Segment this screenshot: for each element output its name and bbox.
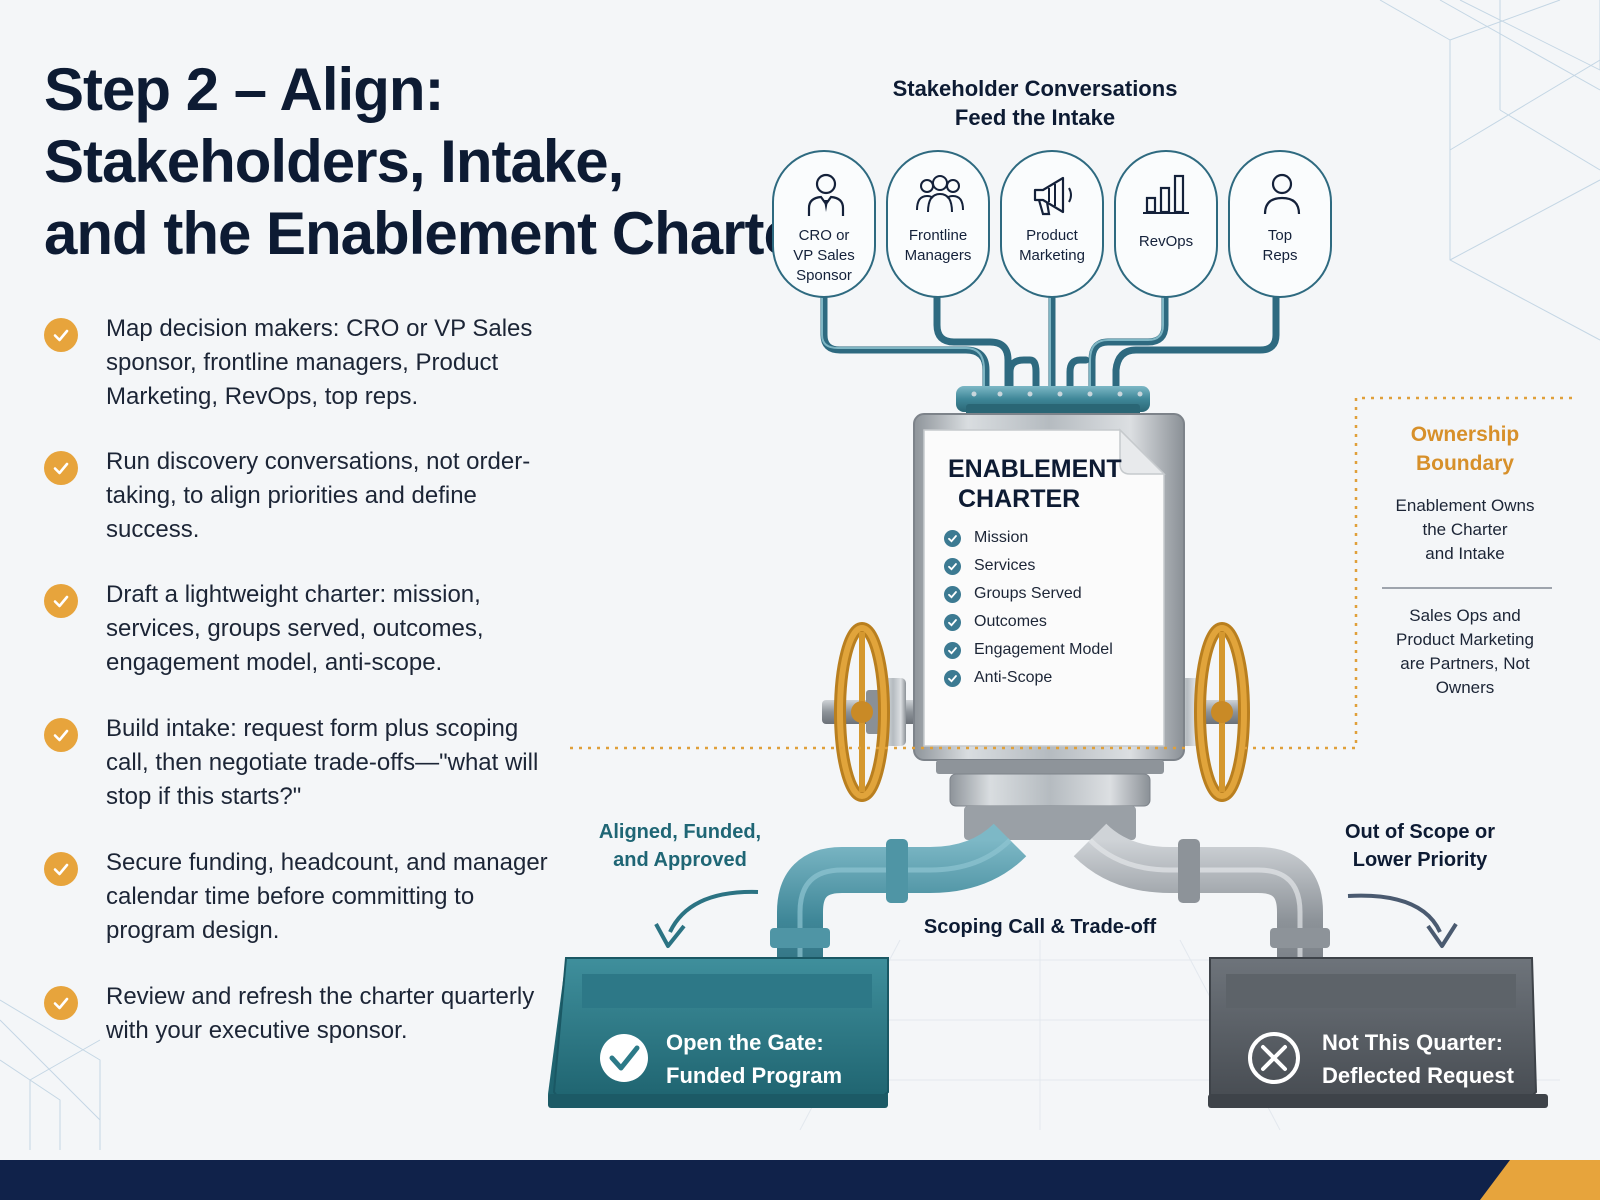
- ownership-title: Ownership Boundary: [1380, 420, 1550, 478]
- deflected-line-2: Deflected Request: [1322, 1063, 1514, 1088]
- aligned-arrow: [654, 889, 759, 948]
- text-line: the Charter: [1422, 520, 1508, 539]
- stakeholder-label: CRO or VP Sales Sponsor: [774, 226, 874, 286]
- text-line: Owners: [1435, 678, 1495, 697]
- stakeholder-frontline-managers: Frontline Managers: [886, 150, 990, 298]
- person-icon: [1263, 173, 1301, 215]
- ownership-owns-text: Enablement Owns the Charter and Intake: [1380, 494, 1550, 566]
- label-line: Sponsor: [796, 267, 852, 284]
- group-icon: [916, 175, 964, 213]
- charter-title: ENABLEMENT CHARTER: [948, 454, 1128, 514]
- stakeholder-revops: RevOps: [1114, 150, 1218, 298]
- text-line: Sales Ops and: [1409, 606, 1521, 625]
- checkmark-icon: [44, 451, 78, 485]
- funded-program-bin: [548, 957, 889, 1108]
- bullet-text: Run discovery conversations, not order-t…: [106, 448, 531, 543]
- label-line: Frontline: [908, 227, 968, 244]
- bullet-text: Build intake: request form plus scoping …: [106, 715, 539, 810]
- label-line: Marketing: [1019, 247, 1085, 264]
- bullet-text: Map decision makers: CRO or VP Sales spo…: [106, 315, 533, 410]
- charter-title-line-1: ENABLEMENT: [948, 455, 1122, 483]
- charter-item-label: Anti-Scope: [974, 669, 1053, 686]
- text-line: Enablement Owns: [1395, 496, 1535, 515]
- ownership-title-line-2: Boundary: [1415, 452, 1514, 475]
- label-line: RevOps: [1138, 233, 1194, 250]
- stakeholder-top-reps: Top Reps: [1228, 150, 1332, 298]
- bullet-text: Secure funding, headcount, and manager c…: [106, 849, 548, 944]
- intake-tank: [913, 413, 1185, 840]
- text-line: Product Marketing: [1396, 630, 1534, 649]
- stakeholder-cro-vp-sales: CRO or VP Sales Sponsor: [772, 150, 876, 298]
- title-line-2: Stakeholders, Intake,: [44, 128, 624, 195]
- stakeholder-label: Product Marketing: [1002, 226, 1102, 266]
- checkmark-icon: [44, 852, 78, 886]
- charter-title-line-2: CHARTER: [958, 485, 1081, 513]
- checkmark-icon: [944, 530, 961, 547]
- out-of-scope-line-2: Lower Priority: [1352, 849, 1488, 871]
- stakeholders-title-line-1: Stakeholder Conversations: [892, 76, 1178, 101]
- left-valve-wheel: [822, 622, 926, 802]
- charter-item-label: Engagement Model: [974, 641, 1113, 658]
- text-line: and Intake: [1425, 544, 1505, 563]
- label-line: CRO or: [798, 227, 850, 244]
- scoping-call-label: Scoping Call & Trade-off: [923, 916, 1157, 938]
- title-line-3: and the Enablement Charter: [44, 200, 819, 267]
- feed-pipes: [820, 294, 1280, 392]
- deflected-request-bin: [1208, 957, 1548, 1108]
- aligned-label-line-2: and Approved: [613, 849, 747, 871]
- checkmark-icon: [944, 642, 961, 659]
- stakeholder-label: Top Reps: [1230, 226, 1330, 266]
- stakeholders-title-line-2: Feed the Intake: [954, 105, 1116, 130]
- out-of-scope-line-1: Out of Scope or: [1345, 821, 1495, 843]
- funded-line-2: Funded Program: [666, 1063, 843, 1088]
- label-line: Product: [1026, 227, 1078, 244]
- checkmark-icon: [44, 584, 78, 618]
- megaphone-icon: [1033, 176, 1072, 216]
- title-line-1: Step 2 – Align:: [44, 56, 445, 123]
- bullet-text: Review and refresh the charter quarterly…: [106, 983, 535, 1044]
- charter-item-label: Services: [974, 557, 1036, 574]
- aligned-label: Aligned, Funded, and Approved: [580, 818, 780, 874]
- ownership-partners-text: Sales Ops and Product Marketing are Part…: [1374, 604, 1556, 700]
- label-line: Reps: [1262, 247, 1298, 264]
- footer-band: [0, 1160, 1600, 1200]
- checkmark-icon: [44, 318, 78, 352]
- aligned-label-line-1: Aligned, Funded,: [598, 821, 762, 843]
- bar-chart-icon: [1143, 174, 1189, 214]
- checkmark-icon: [944, 558, 961, 575]
- ownership-title-line-1: Ownership: [1410, 423, 1520, 446]
- stakeholder-label: RevOps: [1116, 232, 1216, 252]
- funded-program-label: Open the Gate: Funded Program: [666, 1026, 876, 1092]
- ownership-boundary-line: [570, 396, 1572, 750]
- person-tie-icon: [807, 173, 845, 216]
- checkmark-icon: [944, 614, 961, 631]
- deflected-line-1: Not This Quarter:: [1322, 1030, 1503, 1055]
- checkmark-icon: [44, 718, 78, 752]
- label-line: VP Sales: [793, 247, 855, 264]
- out-of-scope-label: Out of Scope or Lower Priority: [1320, 818, 1520, 874]
- label-line: Managers: [904, 247, 972, 264]
- checkmark-icon: [44, 986, 78, 1020]
- stakeholder-product-marketing: Product Marketing: [1000, 150, 1104, 298]
- stakeholder-label: Frontline Managers: [888, 226, 988, 266]
- label-line: Top: [1267, 227, 1293, 244]
- page-title: Step 2 – Align: Stakeholders, Intake, an…: [44, 54, 819, 270]
- bullet-text: Draft a lightweight charter: mission, se…: [106, 581, 484, 676]
- charter-item-label: Groups Served: [974, 585, 1082, 602]
- text-line: are Partners, Not: [1400, 654, 1530, 673]
- out-of-scope-arrow: [1347, 893, 1458, 948]
- stakeholders-title: Stakeholder Conversations Feed the Intak…: [850, 74, 1220, 132]
- checkmark-icon: [944, 586, 961, 603]
- charter-item-label: Outcomes: [974, 613, 1047, 630]
- checkmark-icon: [944, 670, 961, 687]
- funded-line-1: Open the Gate:: [666, 1030, 824, 1055]
- charter-item-label: Mission: [974, 529, 1029, 546]
- deflected-request-label: Not This Quarter: Deflected Request: [1322, 1026, 1532, 1092]
